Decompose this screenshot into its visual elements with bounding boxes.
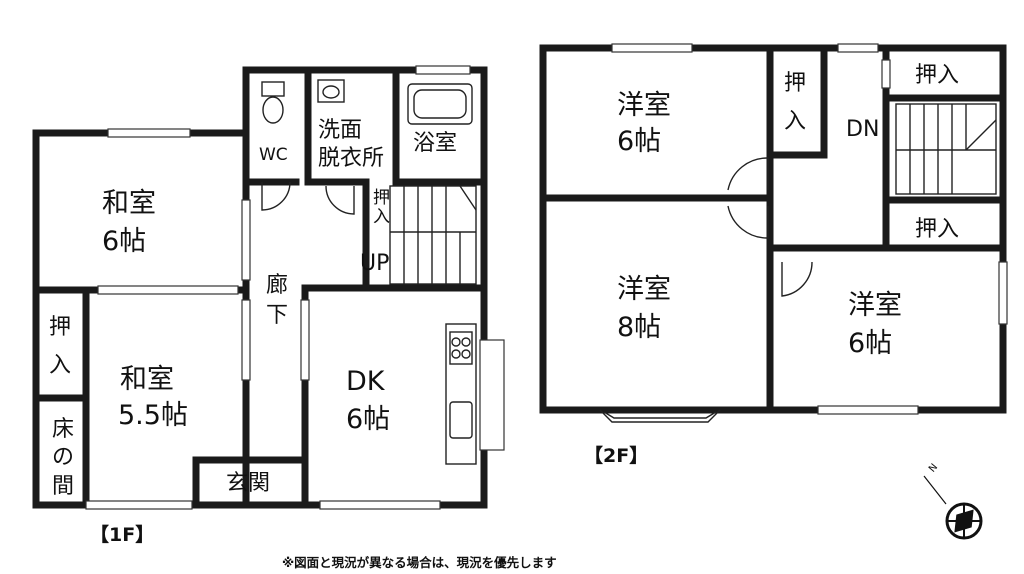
compass-n-label: N — [927, 462, 940, 475]
oshiire-top: 押入 — [915, 63, 959, 88]
floor2-labels: 洋室 6帖 押 入 押入 DN 押入 洋室 8帖 洋室 6帖 【2F】 — [584, 63, 959, 467]
disclaimer-note: ※図面と現況が異なる場合は、現況を優先します — [282, 555, 557, 570]
oshiire-v-1: 押 — [784, 71, 806, 96]
room-washitsu6-size: 6帖 — [102, 226, 146, 257]
room-wc: WC — [259, 145, 288, 165]
room-dk-size: 6帖 — [346, 404, 390, 435]
room-youshitsu6-right-name: 洋室 — [848, 290, 902, 321]
stair-oshiire-2: 入 — [373, 207, 390, 227]
oshiire-mid: 押入 — [915, 217, 959, 242]
floor1-labels: 和室 6帖 和室 5.5帖 WC 洗面 脱衣所 浴室 押 入 UP 廊 下 押 … — [49, 118, 457, 546]
tokonoma-1: 床 — [52, 417, 74, 442]
compass-icon: N — [923, 462, 983, 540]
floor2-windows — [599, 43, 1008, 423]
floor2-tag: 【2F】 — [584, 444, 648, 467]
room-senmen-1: 洗面 — [318, 118, 362, 143]
room-youshitsu8-size: 8帖 — [617, 312, 661, 343]
stair-oshiire-1: 押 — [373, 188, 390, 208]
floor2-fixtures — [727, 103, 997, 297]
floor1-windows — [85, 65, 505, 510]
oshiire-left-2: 入 — [49, 353, 71, 378]
floor1-fixtures — [261, 79, 477, 465]
room-youshitsu8-name: 洋室 — [617, 274, 671, 305]
room-youshitsu6-top-size: 6帖 — [617, 126, 661, 157]
room-youshitsu6-top-name: 洋室 — [617, 90, 671, 121]
room-yokushitsu: 浴室 — [413, 131, 457, 156]
oshiire-left-1: 押 — [49, 315, 71, 340]
hall-rouka-1: 廊 — [266, 273, 288, 298]
oshiire-v-2: 入 — [784, 109, 806, 134]
stair-dn: DN — [846, 117, 879, 142]
room-washitsu55-size: 5.5帖 — [118, 400, 188, 431]
room-senmen-2: 脱衣所 — [318, 146, 384, 171]
tokonoma-3: 間 — [52, 474, 74, 499]
stair-up: UP — [360, 251, 389, 276]
room-youshitsu6-right-size: 6帖 — [848, 328, 892, 359]
tokonoma-2: の — [52, 445, 74, 470]
room-dk-name: DK — [346, 366, 386, 397]
room-washitsu55-name: 和室 — [120, 364, 174, 395]
floor1-tag: 【1F】 — [90, 523, 154, 546]
room-washitsu6-name: 和室 — [102, 188, 156, 219]
room-genkan: 玄関 — [226, 471, 270, 496]
hall-rouka-2: 下 — [266, 303, 288, 328]
